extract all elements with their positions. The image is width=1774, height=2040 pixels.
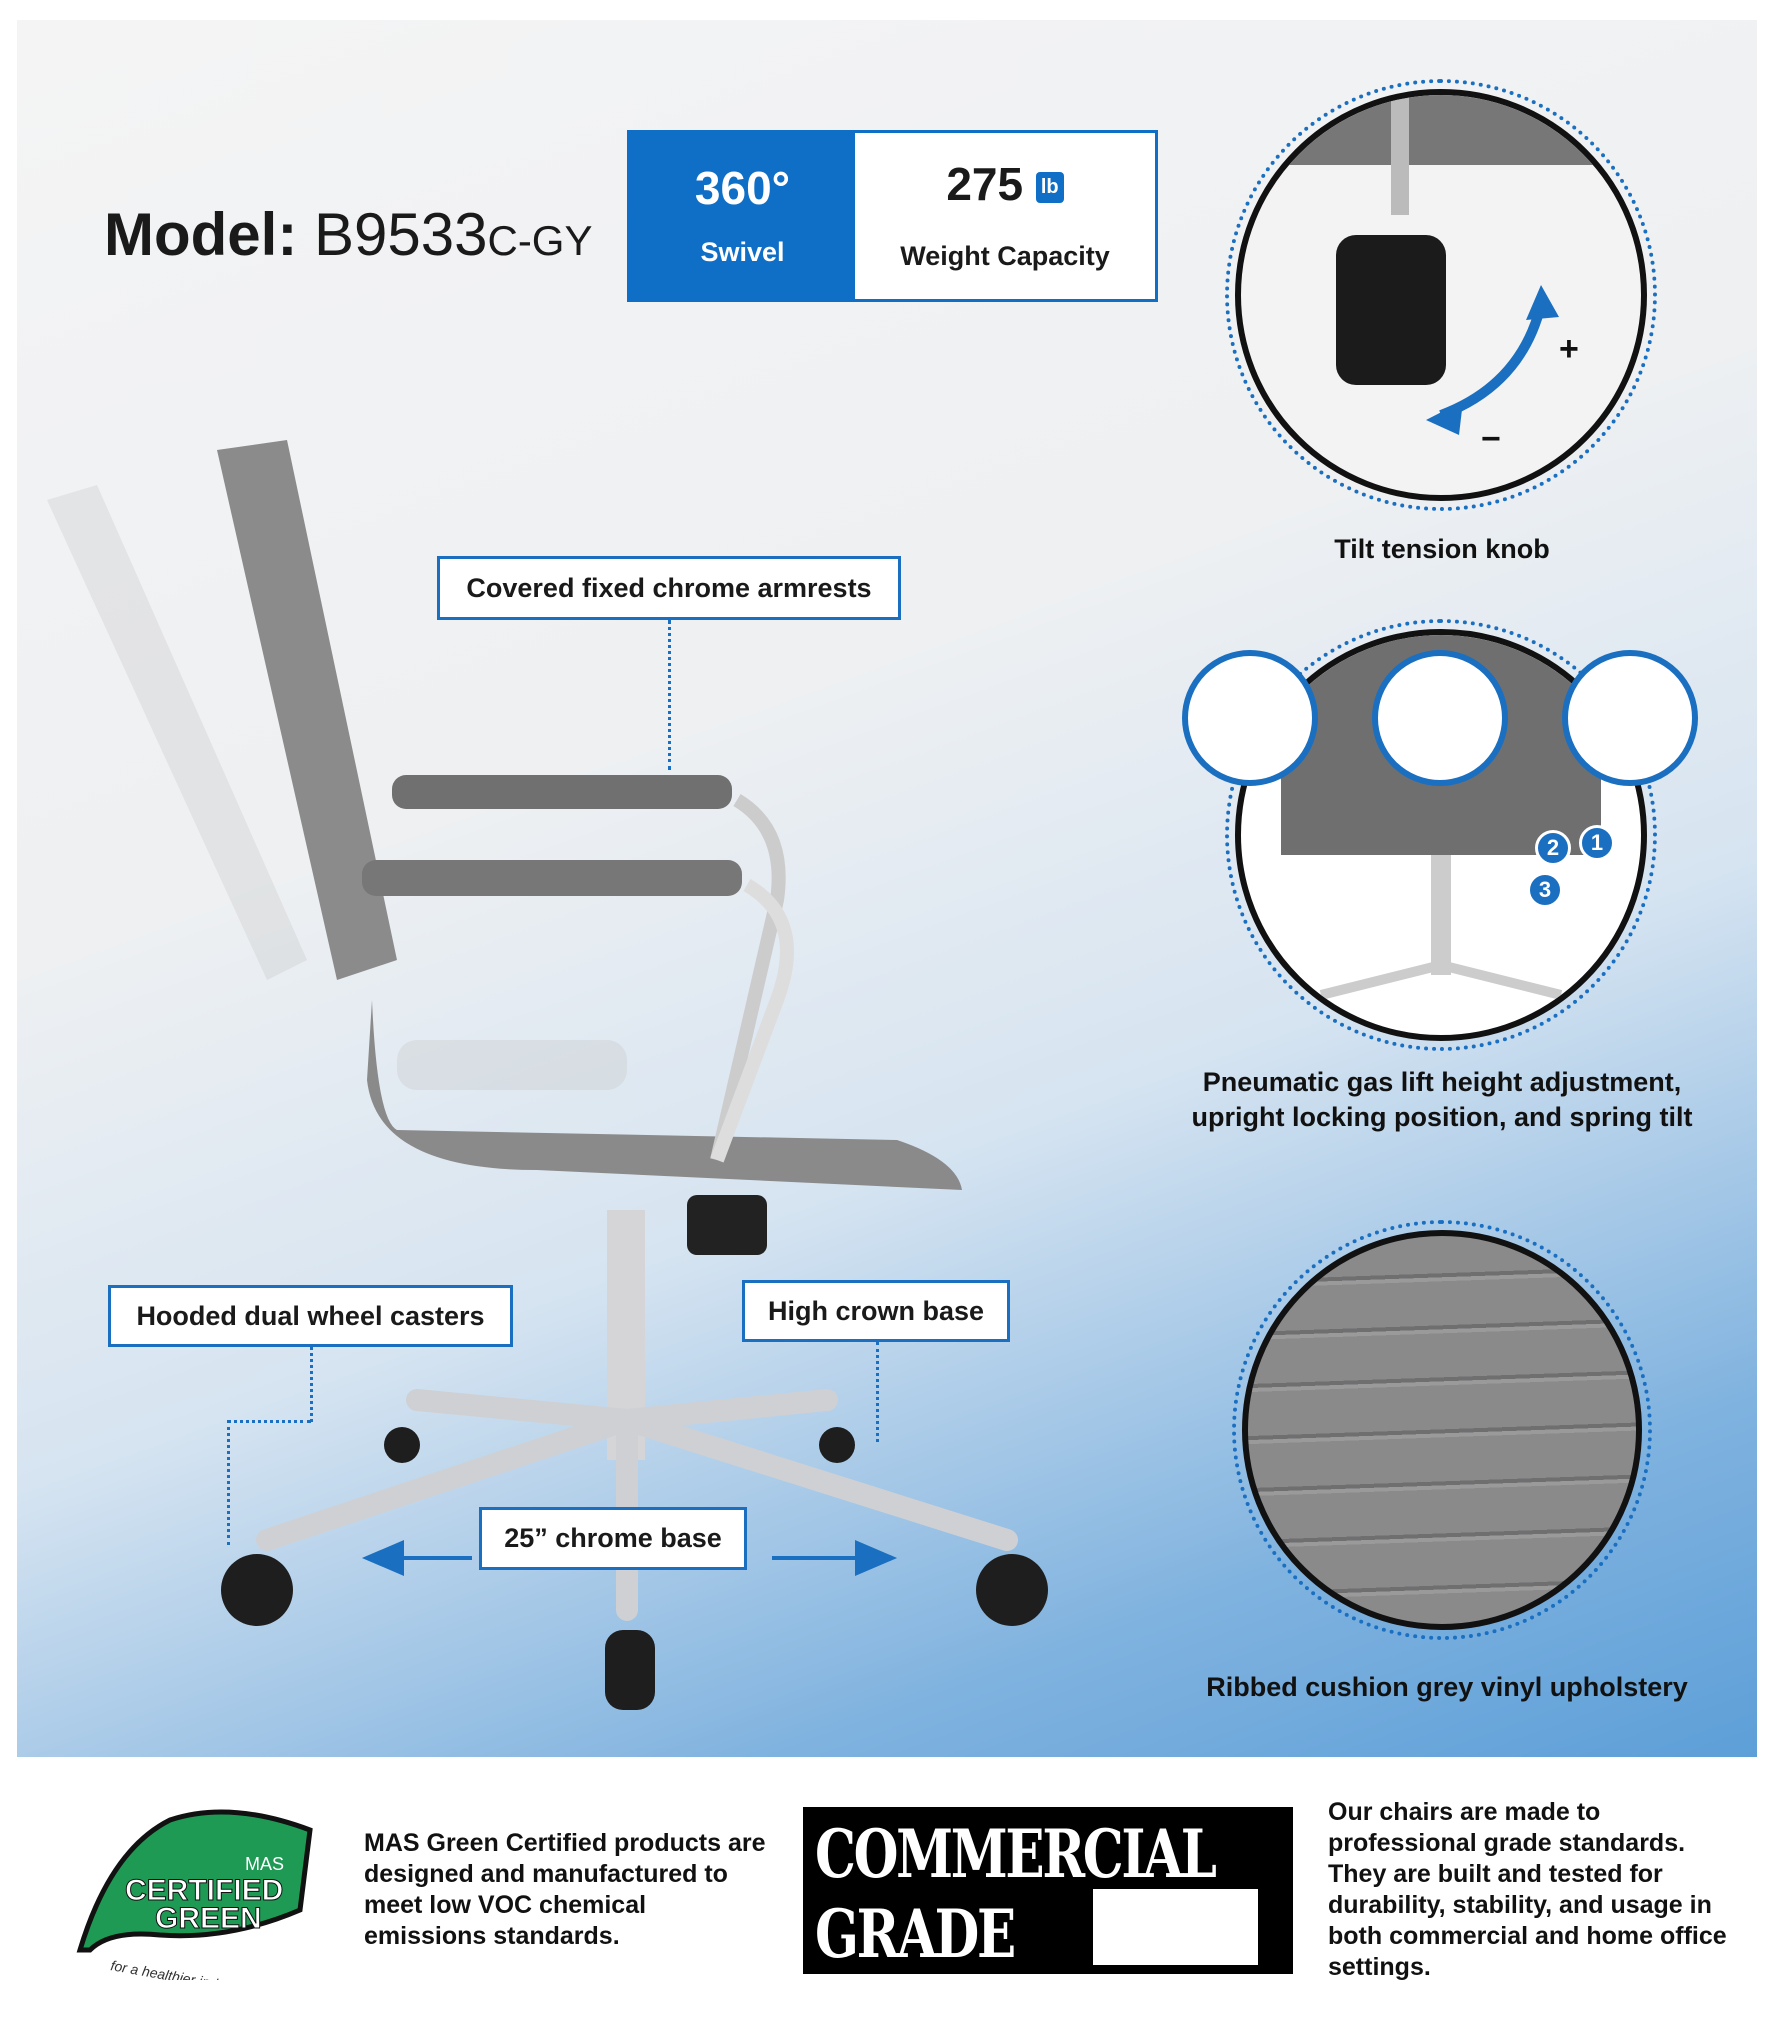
upholstery-ring [1232, 1220, 1652, 1640]
weight-icon: lb [1035, 172, 1064, 204]
leader-line [668, 620, 671, 770]
tilt-caption: Tilt tension knob [1334, 534, 1550, 564]
svg-text:for a healthier indoor environ: for a healthier indoor environment [109, 1957, 319, 1980]
callout-base: 25” chrome base [479, 1507, 747, 1570]
lock-upright-icon [1372, 650, 1508, 786]
commercial-grade-text: Our chairs are made to professional grad… [1328, 1798, 1727, 1981]
rotate-arrows-icon: 360° [694, 162, 791, 214]
marker-3: 3 [1527, 872, 1563, 908]
leader-line [227, 1420, 230, 1545]
swivel-label: Swivel [700, 237, 785, 267]
tilt-ring [1225, 79, 1657, 511]
recline-icon [1182, 650, 1318, 786]
green-certified-text: MAS Green Certified products are designe… [364, 1829, 766, 1950]
leader-line [310, 1347, 313, 1422]
callout-crown: High crown base [742, 1280, 1010, 1342]
mechanism-caption: Pneumatic gas lift height adjustment, up… [1191, 1067, 1693, 1132]
certified-green-logo: MAS CERTIFIED GREEN for a healthier indo… [76, 1809, 320, 1980]
leader-line [227, 1420, 311, 1423]
fist-wrench-icon [1093, 1889, 1258, 1965]
weight-badge: 275 lb Weight Capacity [855, 133, 1155, 299]
chair-image [47, 440, 1048, 1710]
tilt-detail-image: +− [1235, 89, 1647, 501]
svg-text:+: + [1559, 330, 1579, 368]
weight-value: 275 [946, 158, 1024, 210]
leader-line [876, 1342, 879, 1442]
callout-casters: Hooded dual wheel casters [108, 1285, 513, 1347]
swivel-badge: 360° Swivel [630, 133, 855, 299]
svg-text:MAS: MAS [245, 1854, 284, 1874]
tilt-arrow-icon [1439, 303, 1546, 420]
weight-label: Weight Capacity [900, 241, 1110, 271]
hero-panel: Model: B9533C-GY 360° Swivel 275 lb Weig… [17, 20, 1757, 1757]
spec-badge: 360° Swivel 275 lb Weight Capacity [627, 130, 1158, 302]
upholstery-caption: Ribbed cushion grey vinyl upholstery [1206, 1672, 1688, 1702]
model-title: Model: B9533C-GY [104, 201, 593, 268]
mechanism-ring [1225, 619, 1657, 1051]
svg-text:GREEN: GREEN [155, 1902, 262, 1935]
commercial-grade-logo: COMMERCIAL GRADE [803, 1807, 1293, 1974]
svg-text:CERTIFIED: CERTIFIED [125, 1874, 283, 1907]
svg-text:−: − [1481, 420, 1501, 458]
marker-2: 2 [1535, 830, 1571, 866]
upholstery-detail-image [1242, 1230, 1642, 1630]
callout-armrests: Covered fixed chrome armrests [437, 556, 901, 620]
marker-1: 1 [1579, 825, 1615, 861]
height-adjust-icon [1562, 650, 1698, 786]
